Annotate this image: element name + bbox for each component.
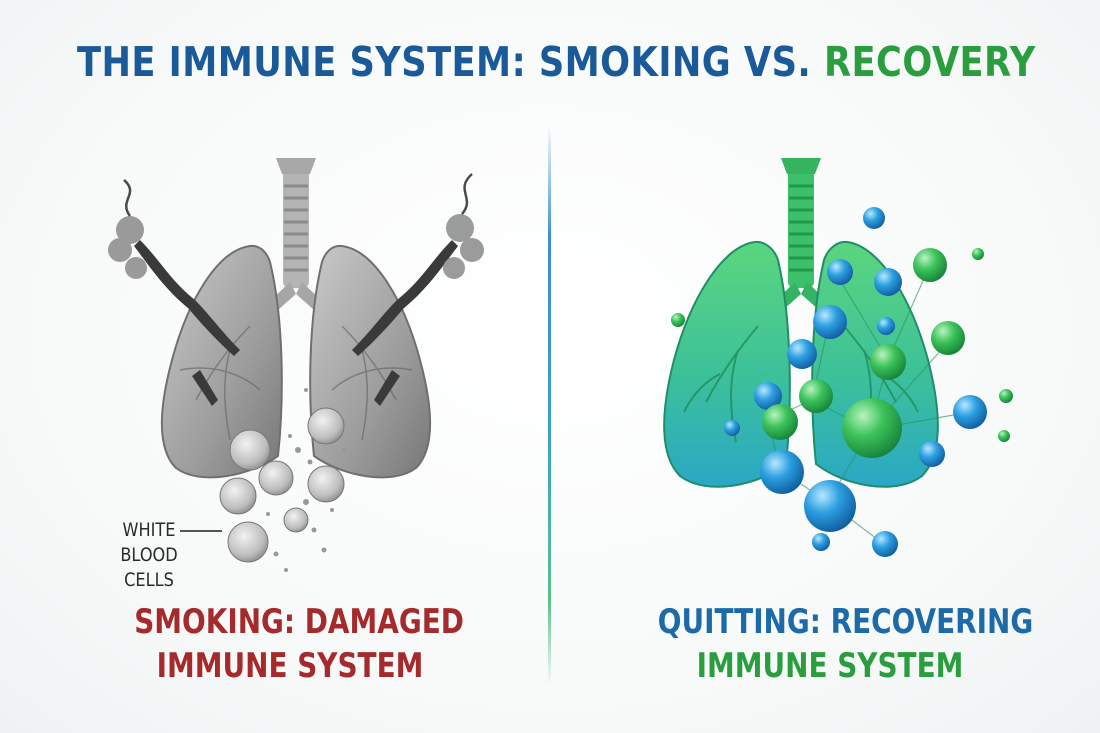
label-pointer-line (180, 530, 222, 532)
smoke-damage (134, 240, 458, 406)
page-title: THE IMMUNE SYSTEM: SMOKING VS. RECOVERY (77, 38, 1035, 86)
white-blood-cells-label: WHITE BLOOD CELLS (94, 518, 205, 593)
smoky-lungs-illustration (108, 158, 484, 572)
title-part-smoking: THE IMMUNE SYSTEM: SMOKING VS. (77, 38, 824, 86)
white-blood-cells-gray (219, 407, 345, 563)
healthy-lungs-illustration (663, 158, 1013, 557)
panel-divider (548, 125, 551, 685)
title-part-recovery: RECOVERY (823, 38, 1036, 86)
label-line-2: BLOOD CELLS (120, 544, 178, 591)
quitting-caption-line-1: QUITTING: RECOVERING (657, 602, 1034, 642)
smoking-caption-line-1: SMOKING: DAMAGED (134, 602, 464, 642)
left-lung-green (663, 240, 791, 488)
immune-cell-icon (671, 207, 1013, 557)
left-lung-gray (160, 244, 283, 479)
quitting-caption: QUITTING: RECOVERING IMMUNE SYSTEM (657, 600, 1034, 688)
label-line-1: WHITE (122, 519, 176, 541)
smoke-plumes (108, 214, 484, 279)
smoking-caption: SMOKING: DAMAGED IMMUNE SYSTEM (134, 600, 464, 688)
quitting-caption-line-2: IMMUNE SYSTEM (696, 646, 964, 686)
smoking-caption-line-2: IMMUNE SYSTEM (156, 646, 424, 686)
